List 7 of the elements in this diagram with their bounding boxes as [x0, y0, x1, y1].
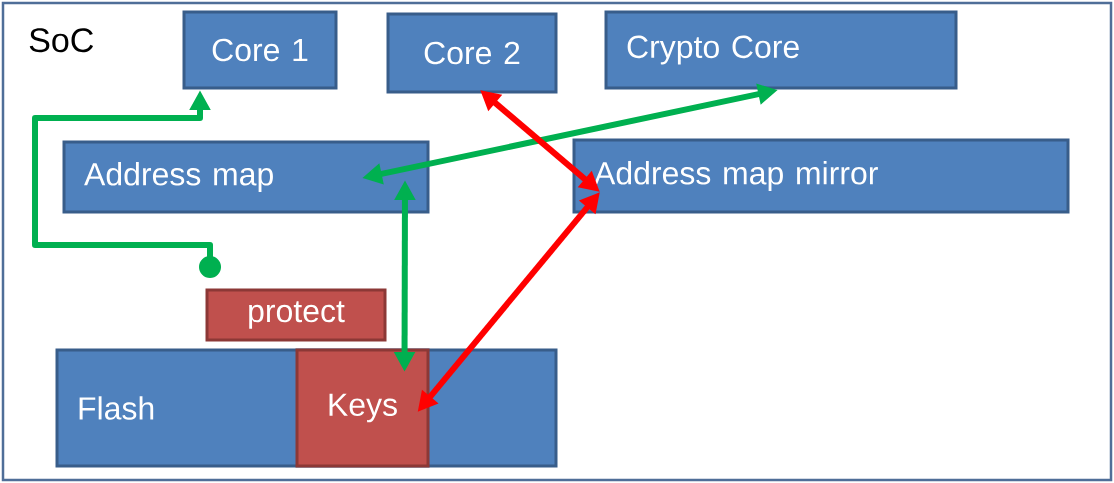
- block-box: Core 2: [386, 12, 558, 94]
- block-box: Address map: [62, 140, 430, 214]
- block-box: Address map mirror: [572, 138, 1070, 214]
- block-box: Crypto Core: [604, 10, 958, 90]
- region-box: Keys: [295, 348, 430, 468]
- region-box: protect: [205, 288, 387, 342]
- block-box: Core 1: [182, 10, 338, 90]
